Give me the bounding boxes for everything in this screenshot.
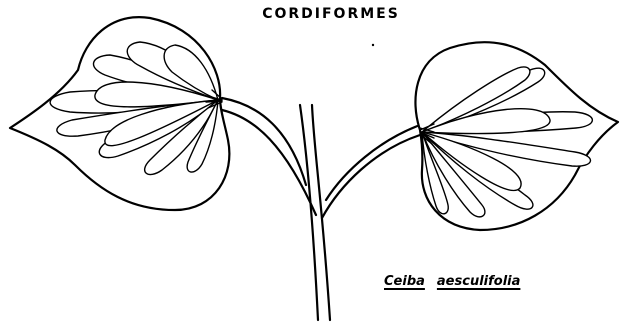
right-petiole — [322, 125, 420, 218]
species-caption: Ceiba aesculifolia — [384, 274, 520, 289]
caption-genus: Ceiba — [384, 274, 425, 289]
left-leaf — [10, 17, 229, 210]
stray-dot — [372, 44, 374, 46]
figure-title: CORDIFORMES — [0, 6, 622, 22]
caption-species: aesculifolia — [437, 274, 520, 289]
right-leaf — [415, 42, 618, 230]
